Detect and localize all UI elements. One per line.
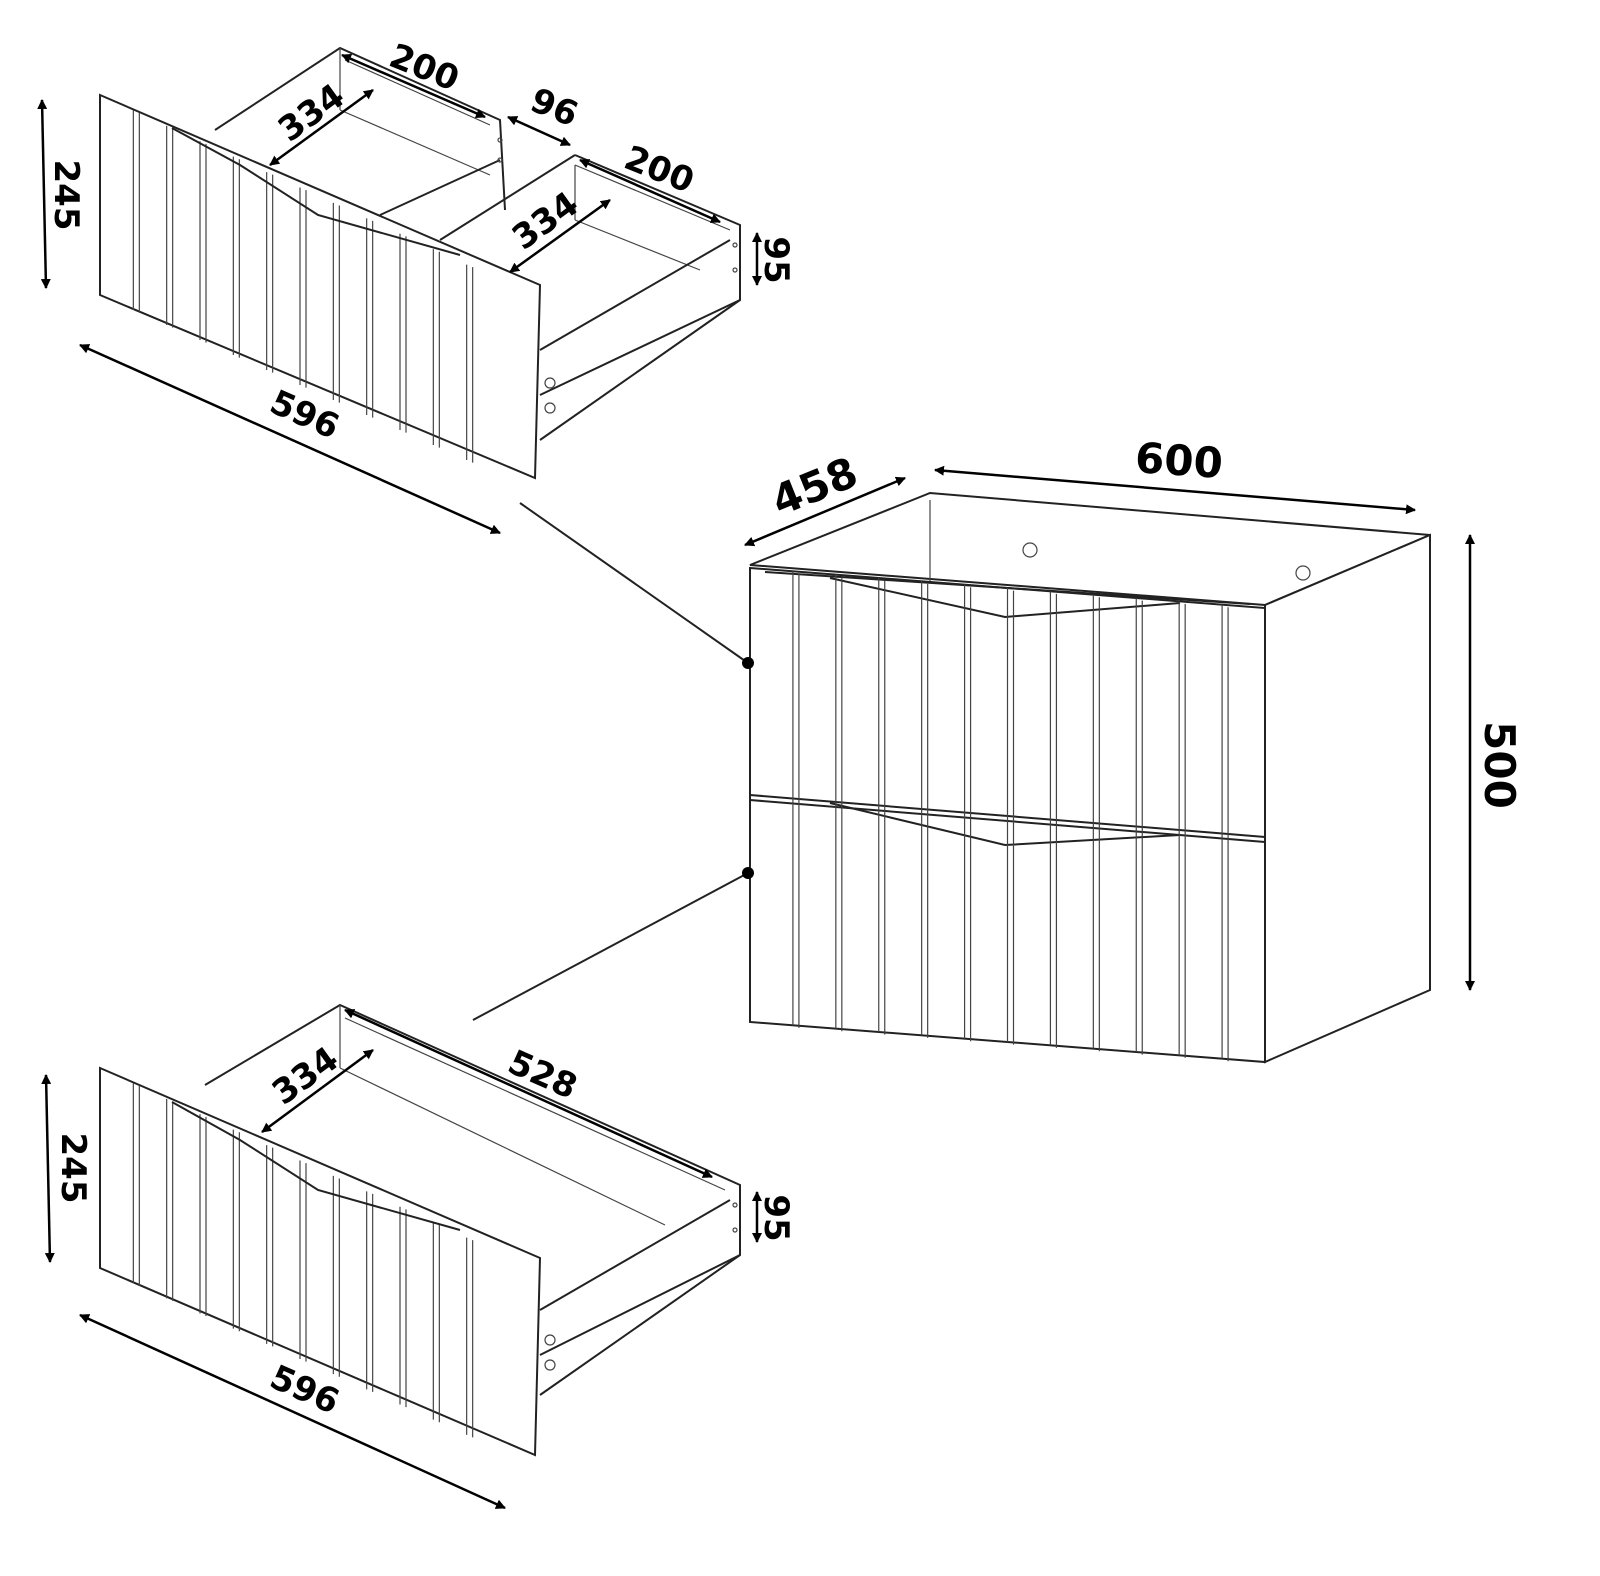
cabinet-height-label: 500 [1475,721,1524,809]
top-drawer-height-label: 245 [46,160,86,231]
screw-icon [1022,542,1038,558]
dimension-arrows [37,53,1475,1510]
bottom-inner-depth-label: 528 [502,1042,583,1107]
top-drawer [99,46,741,480]
bottom-drawer [99,1003,741,1457]
cabinet-depth-label: 458 [765,447,865,525]
screw-icon [1295,565,1311,581]
bottom-drawer-height-label: 245 [53,1133,93,1204]
cabinet-width-label: 600 [1134,433,1225,488]
top-right-depth-label: 200 [619,138,700,202]
cabinet [472,491,1431,1064]
bottom-drawer-side-height-label: 95 [756,1194,796,1241]
top-drawer-side-height-label: 95 [756,236,796,283]
divider-gap-label: 96 [525,80,584,135]
bottom-inner-width-label: 334 [265,1039,346,1113]
